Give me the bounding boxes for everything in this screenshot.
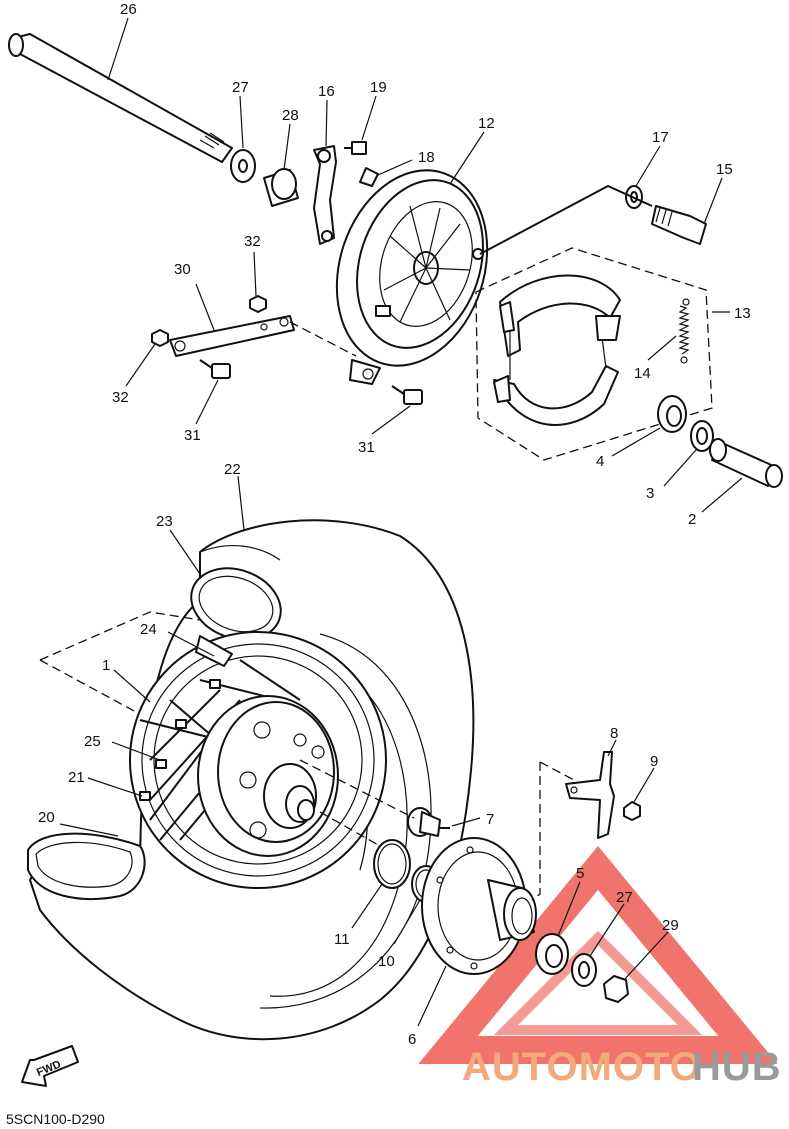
nut-32-top <box>249 251 267 313</box>
callout-29: 29 <box>662 917 679 934</box>
watermark-logo <box>418 845 778 1064</box>
watermark-text: AUTOMOTO HUB <box>462 1045 782 1089</box>
bearing-5 <box>535 881 581 975</box>
seal-3 <box>663 420 714 487</box>
drawing-code: 5SCN100-D290 <box>6 1111 105 1127</box>
watermark-text-a: AUTOMOTO <box>462 1045 702 1089</box>
callout-13: 13 <box>734 305 751 322</box>
camshaft <box>651 177 723 245</box>
callout-26: 26 <box>120 1 137 18</box>
callout-27-bottom: 27 <box>616 889 633 906</box>
seal-17 <box>625 145 661 209</box>
bolt-31-right <box>371 385 423 435</box>
axle <box>8 17 233 163</box>
callout-11: 11 <box>334 931 350 948</box>
callout-24: 24 <box>140 621 157 638</box>
bracket-8 <box>565 739 617 839</box>
callout-23: 23 <box>156 513 173 530</box>
wheel-hub-assembly <box>87 631 387 889</box>
callout-31-right: 31 <box>358 439 375 456</box>
callout-16: 16 <box>318 83 335 100</box>
callout-4: 4 <box>596 453 604 470</box>
callout-27: 27 <box>232 79 249 96</box>
callout-30: 30 <box>174 261 191 278</box>
callout-3: 3 <box>646 485 654 502</box>
callout-18: 18 <box>418 149 435 166</box>
rim-strip <box>169 529 282 641</box>
callout-25: 25 <box>84 733 101 750</box>
callout-labels: 26 27 28 16 19 18 12 17 15 32 30 13 14 3… <box>6 1 751 1127</box>
watermark-text-b: HUB <box>692 1045 782 1089</box>
callout-12: 12 <box>478 115 495 132</box>
rim-valve <box>167 631 233 667</box>
brake-shoe-kit <box>475 247 730 461</box>
callout-21: 21 <box>68 769 85 786</box>
callout-17: 17 <box>652 129 669 146</box>
callout-28: 28 <box>282 107 299 124</box>
callout-9: 9 <box>650 753 658 770</box>
spacer-2 <box>701 438 783 513</box>
o-ring-11 <box>351 839 411 929</box>
bolt-7 <box>407 807 481 837</box>
callout-32-top: 32 <box>244 233 261 250</box>
callout-31-left: 31 <box>184 427 201 444</box>
tube <box>27 823 146 900</box>
callout-8: 8 <box>610 725 618 742</box>
callout-20: 20 <box>38 809 55 826</box>
fwd-arrow <box>21 1045 79 1087</box>
callout-19: 19 <box>370 79 387 96</box>
washer-27-bottom <box>571 903 625 987</box>
torque-rod <box>169 283 295 357</box>
clip-18 <box>359 159 413 187</box>
callout-7: 7 <box>486 811 494 828</box>
bearing-4 <box>611 395 687 457</box>
callout-6: 6 <box>408 1031 416 1048</box>
brake-arm <box>313 99 337 245</box>
callout-5: 5 <box>576 865 584 882</box>
brake-panel <box>335 131 489 385</box>
callout-22: 22 <box>224 461 241 478</box>
callout-2: 2 <box>688 511 696 528</box>
callout-1: 1 <box>102 657 110 674</box>
clutch-hub <box>417 837 537 1027</box>
nut-32-left <box>125 329 169 387</box>
nut-9 <box>623 767 655 821</box>
bolt-19 <box>344 95 377 155</box>
callout-10: 10 <box>378 953 395 970</box>
axle-nut-29 <box>603 931 669 1003</box>
collar-28 <box>263 123 299 207</box>
callout-14: 14 <box>634 365 651 382</box>
callout-15: 15 <box>716 161 733 178</box>
bolt-31-left <box>195 359 231 425</box>
washer-top <box>230 95 256 183</box>
callout-32-left: 32 <box>112 389 129 406</box>
